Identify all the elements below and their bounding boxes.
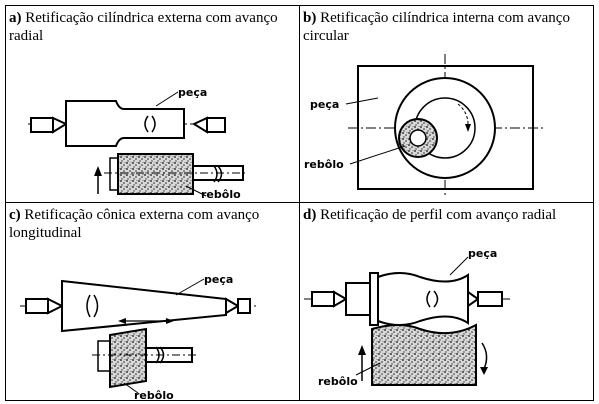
- panel-b-wheel-label: rebôlo: [304, 158, 344, 171]
- panel-b-caption: b) Retificação cilíndrica interna com av…: [303, 9, 591, 45]
- panel-b-title: Retificação cilíndrica interna com avanç…: [303, 10, 570, 44]
- panel-a-letter: a): [9, 10, 22, 26]
- panel-c: c) Retificação cônica externa com avanço…: [6, 203, 299, 402]
- panel-d-letter: d): [303, 207, 317, 223]
- panel-d-piece-label: peça: [468, 247, 497, 260]
- panel-d-wheel-label: rebôlo: [318, 375, 358, 388]
- panel-c-wheel-label: rebôlo: [134, 389, 174, 402]
- panel-c-caption: c) Retificação cônica externa com avanço…: [9, 206, 295, 242]
- panel-a: a) Retificação cilíndrica externa com av…: [6, 6, 299, 202]
- panel-b-letter: b): [303, 10, 317, 26]
- panel-c-title: Retificação cônica externa com avanço lo…: [9, 207, 260, 241]
- panel-c-diagram: peça rebôlo: [20, 273, 256, 402]
- panel-d-diagram: peça rebôlo: [304, 247, 510, 388]
- panel-a-title: Retificação cilíndrica externa com avanç…: [9, 10, 278, 44]
- panel-a-piece-label: peça: [178, 86, 207, 99]
- panel-c-letter: c): [9, 207, 21, 223]
- process-table: a) Retificação cilíndrica externa com av…: [5, 5, 595, 402]
- panel-a-caption: a) Retificação cilíndrica externa com av…: [9, 9, 295, 45]
- table-divider-vertical: [299, 6, 300, 400]
- panel-c-piece-label: peça: [204, 273, 233, 286]
- panel-b-piece-label: peça: [310, 98, 339, 111]
- panel-b-diagram: peça rebôlo: [304, 54, 543, 196]
- panel-d: d) Retificação de perfil com avanço radi…: [300, 203, 595, 402]
- panel-a-wheel-label: rebôlo: [201, 188, 241, 201]
- table-divider-horizontal: [6, 202, 593, 203]
- panel-d-caption: d) Retificação de perfil com avanço radi…: [303, 206, 591, 224]
- panel-a-diagram: peça rebôlo: [28, 86, 246, 201]
- panel-b: b) Retificação cilíndrica interna com av…: [300, 6, 595, 202]
- panel-d-title: Retificação de perfil com avanço radial: [320, 207, 557, 223]
